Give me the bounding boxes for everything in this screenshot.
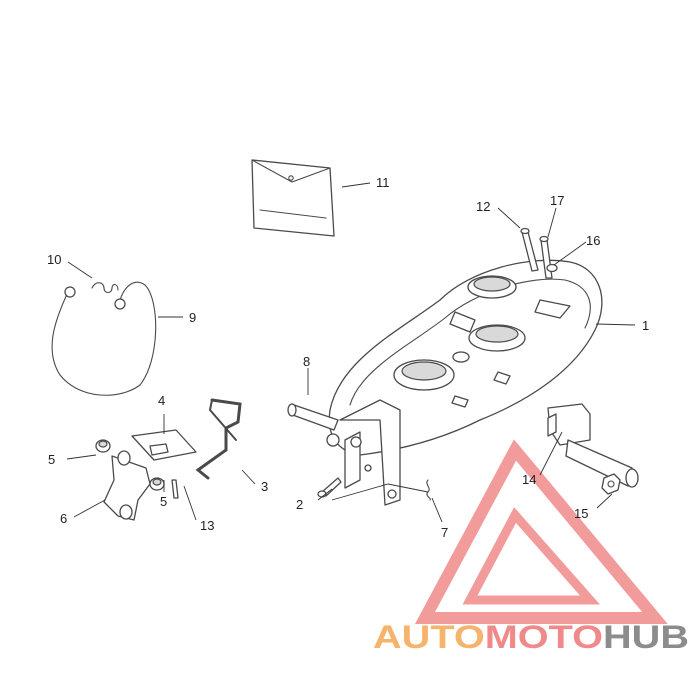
callout-12: 12	[476, 199, 490, 214]
callout-14: 14	[522, 472, 536, 487]
callout-2: 2	[296, 497, 303, 512]
part-9-cable	[51, 281, 157, 396]
part-12-bolt	[520, 227, 539, 272]
part-16-washer	[546, 263, 558, 273]
part-6-pivot-arm	[103, 450, 151, 521]
watermark-part2: MOTO	[485, 619, 603, 655]
part-10-spring	[91, 282, 119, 294]
part-3-rod	[195, 398, 242, 480]
part-7-clip	[426, 479, 431, 501]
callout-10: 10	[47, 252, 61, 267]
callout-3: 3	[261, 479, 268, 494]
part-4-bracket	[131, 429, 197, 461]
callout-5a: 5	[48, 452, 55, 467]
callout-labels: 1 2 3 4 5 5 6 7 8 9 10 11 12 13 14 15 16…	[47, 175, 649, 540]
callout-5b: 5	[160, 494, 167, 509]
callout-17: 17	[550, 193, 564, 208]
callout-13: 13	[200, 518, 214, 533]
part-2-bolt	[317, 477, 342, 498]
part-15-nut	[601, 473, 621, 495]
part-8-pin	[287, 403, 339, 431]
part-5-bushing-a	[95, 439, 111, 453]
part-13-screw	[171, 479, 179, 499]
callout-9: 9	[189, 310, 196, 325]
leader-lines	[66, 182, 636, 523]
callout-16: 16	[586, 233, 600, 248]
watermark-part3: HUB	[603, 619, 689, 655]
part-14-rear-axle	[547, 403, 639, 488]
part-11-pouch	[251, 159, 335, 237]
part-5-bushing-b	[149, 477, 165, 491]
callout-7: 7	[441, 525, 448, 540]
callout-4: 4	[158, 393, 165, 408]
watermark-logo	[414, 439, 668, 624]
watermark-part1: AUTO	[373, 619, 485, 655]
callout-11: 11	[376, 175, 390, 190]
part-1-deck-housing	[326, 259, 603, 506]
callout-15: 15	[574, 506, 588, 521]
callout-1: 1	[642, 318, 649, 333]
callout-6: 6	[60, 511, 67, 526]
callout-8: 8	[303, 354, 310, 369]
